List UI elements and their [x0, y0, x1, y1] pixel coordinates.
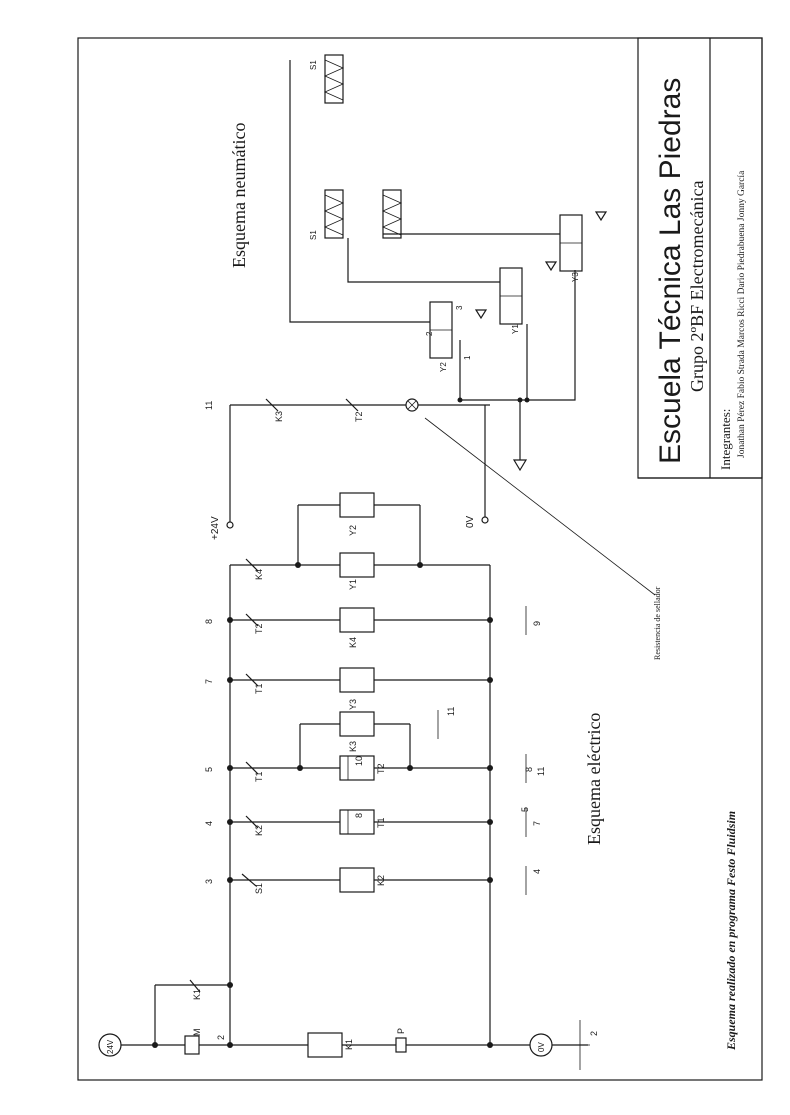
label-coil-num-10: 10	[354, 756, 364, 766]
members-list: Jonathan Pérez Fabio Strada Marcos Ricci…	[737, 170, 747, 458]
pneumatic-title: Esquema neumático	[229, 123, 249, 268]
contact-t2	[245, 613, 259, 627]
label-t2-contact: T2	[254, 623, 264, 634]
ref-11-b: 11	[446, 707, 456, 716]
ref-2: 2	[589, 1031, 599, 1036]
ladder-diagram: 24V 0V	[98, 398, 662, 1070]
line-cyl-top	[289, 60, 430, 323]
label-coil-t2: T2	[376, 763, 386, 774]
annotation-text: Resistencia de sellador	[653, 586, 662, 660]
contact-k3	[265, 398, 279, 412]
coil-y3	[339, 667, 375, 693]
label-k2-contact: K2	[254, 825, 264, 836]
coil-y2	[339, 492, 375, 518]
label-coil-y3: Y3	[348, 699, 358, 710]
coil-t1	[339, 809, 375, 835]
cylinder-s1	[324, 189, 344, 239]
rung-num-4: 4	[204, 821, 214, 826]
label-coil-k3: K3	[348, 741, 358, 752]
coil-k2	[339, 867, 375, 893]
label-t1-contact-a: T1	[254, 771, 264, 782]
label-t2-contact-b: T2	[354, 411, 364, 422]
ref-5: 5	[520, 807, 530, 812]
junction-dots	[152, 562, 493, 1048]
cylinder-top	[324, 54, 344, 104]
badge-0v-text: 0V	[537, 1042, 546, 1052]
label-s1-mid: S1	[309, 230, 318, 240]
compressor-symbol	[512, 459, 528, 472]
label-coil-y1: Y1	[348, 579, 358, 590]
ref-7: 7	[532, 821, 542, 826]
contact-t2-b	[345, 398, 359, 412]
label-plus24v: +24V	[210, 516, 221, 540]
line-cyl-s1	[347, 238, 500, 283]
label-port-2: 2	[425, 331, 434, 336]
label-coil-t1: T1	[376, 817, 386, 828]
sheet-border	[77, 37, 763, 1081]
exhaust-y2	[474, 309, 488, 320]
label-coil-k1: K1	[344, 1039, 354, 1050]
label-t1-contact-b: T1	[254, 683, 264, 694]
exhaust-y1	[544, 261, 558, 272]
contact-k2	[245, 815, 259, 829]
electric-title: Esquema eléctrico	[584, 713, 604, 845]
ref-8: 8	[524, 767, 534, 772]
label-coil-y2: Y2	[348, 525, 358, 536]
badge-24v	[98, 1033, 122, 1057]
label-coil-k4: K4	[348, 637, 358, 648]
annotation-leader	[424, 417, 656, 596]
contact-k4	[245, 558, 259, 572]
rung-num-2: 2	[216, 1035, 226, 1040]
title-block: Escuela Técnica Las Piedras Grupo 2ºBF E…	[637, 37, 763, 479]
label-k4-contact: K4	[254, 569, 264, 580]
label-port-1: 1	[463, 355, 472, 360]
label-y1: Y1	[511, 324, 520, 334]
contact-s1	[241, 873, 257, 887]
coil-t2	[339, 755, 375, 781]
rung-num-3: 3	[204, 879, 214, 884]
members-label: Integrantes:	[718, 409, 733, 470]
rung-num-8: 8	[204, 619, 214, 624]
sensor-p	[395, 1037, 407, 1053]
ref-11-a: 11	[536, 767, 546, 776]
cylinder-right	[382, 189, 402, 239]
label-m: M	[192, 1029, 202, 1037]
rung-num-7: 7	[204, 679, 214, 684]
rung-num-11: 11	[204, 401, 214, 410]
ref-9: 9	[532, 621, 542, 626]
coil-k4	[339, 607, 375, 633]
exhaust-y3	[594, 211, 608, 222]
rung-num-5: 5	[204, 767, 214, 772]
label-port-3: 3	[455, 305, 464, 310]
switch-m[interactable]	[184, 1035, 200, 1055]
label-y2: Y2	[439, 362, 448, 372]
pneumatic-diagram: S1 S1 Y1 Y2 Y3 1 2 3	[289, 54, 608, 472]
label-0v: 0V	[465, 515, 476, 528]
contact-refs	[437, 606, 527, 895]
footer-note: Esquema realizado en programa Festo Flui…	[724, 811, 738, 1051]
school-title: Escuela Técnica Las Piedras	[654, 78, 687, 464]
contact-t1-b	[245, 673, 259, 687]
group-subtitle: Grupo 2ºBF Electromecánica	[687, 180, 707, 392]
label-coil-k2: K2	[376, 875, 386, 886]
label-k1-contact: K1	[192, 989, 202, 1000]
label-y3: Y3	[571, 272, 580, 282]
coil-k3	[339, 711, 375, 737]
contact-t1-a	[245, 761, 259, 775]
ref-p: P	[396, 1028, 406, 1034]
contact-k1-hold	[189, 979, 201, 993]
coil-k1	[307, 1032, 343, 1058]
label-k3-contact: K3	[274, 411, 284, 422]
ref-4: 4	[532, 869, 542, 874]
label-s1: S1	[254, 883, 264, 894]
label-coil-num-8: 8	[354, 813, 364, 818]
label-s1-top: S1	[309, 60, 318, 70]
terminal-0v	[481, 516, 489, 524]
coil-y1	[339, 552, 375, 578]
badge-24v-text: 24V	[106, 1039, 115, 1054]
terminal-plus24v	[226, 521, 234, 529]
